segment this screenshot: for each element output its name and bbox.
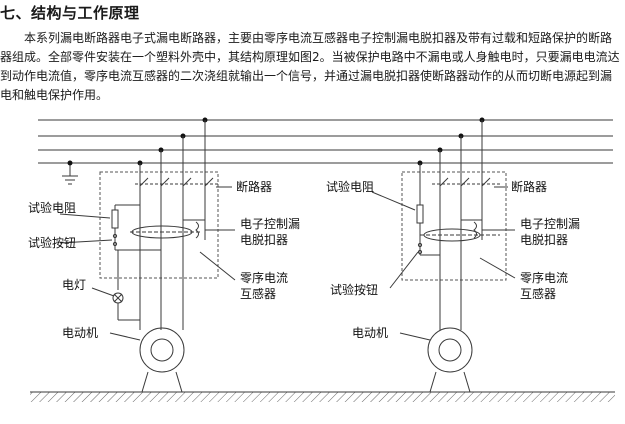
power-bus xyxy=(38,119,613,164)
floor-ground xyxy=(30,391,615,402)
label-test-button-left: 试验按钮 xyxy=(28,235,76,250)
label-motor-left: 电动机 xyxy=(62,326,98,340)
section-paragraph: 本系列漏电断路器电子式漏电断路器，主要由零序电流互感器电子控制漏电脱扣器及带有过… xyxy=(0,29,622,105)
paragraph-text: 本系列漏电断路器电子式漏电断路器，主要由零序电流互感器电子控制漏电脱扣器及带有过… xyxy=(0,31,620,102)
label-controller-left-2: 电脱扣器 xyxy=(240,232,288,247)
label-breaker-left: 断路器 xyxy=(236,179,272,194)
label-controller-right-1: 电子控制漏 xyxy=(520,217,580,231)
label-breaker-right: 断路器 xyxy=(511,179,547,194)
label-motor-right: 电动机 xyxy=(352,326,388,340)
ground-icon xyxy=(62,163,78,185)
section-heading: 七、结构与工作原理 xyxy=(0,4,140,22)
label-ct-left-1: 零序电流 xyxy=(240,270,288,285)
label-ct-right-1: 零序电流 xyxy=(520,270,568,285)
label-ct-right-2: 互感器 xyxy=(520,286,556,301)
label-ct-left-2: 互感器 xyxy=(240,286,276,301)
label-controller-left-1: 电子控制漏 xyxy=(240,217,300,231)
label-test-resistor-right: 试验电阻 xyxy=(326,179,374,194)
junction-dots xyxy=(67,117,485,166)
right-circuit xyxy=(371,120,516,393)
left-circuit xyxy=(59,120,236,393)
label-lamp: 电灯 xyxy=(62,278,86,292)
label-test-button-right: 试验按钮 xyxy=(330,282,378,297)
label-test-resistor-left: 试验电阻 xyxy=(28,200,76,215)
label-controller-right-2: 电脱扣器 xyxy=(520,232,568,247)
